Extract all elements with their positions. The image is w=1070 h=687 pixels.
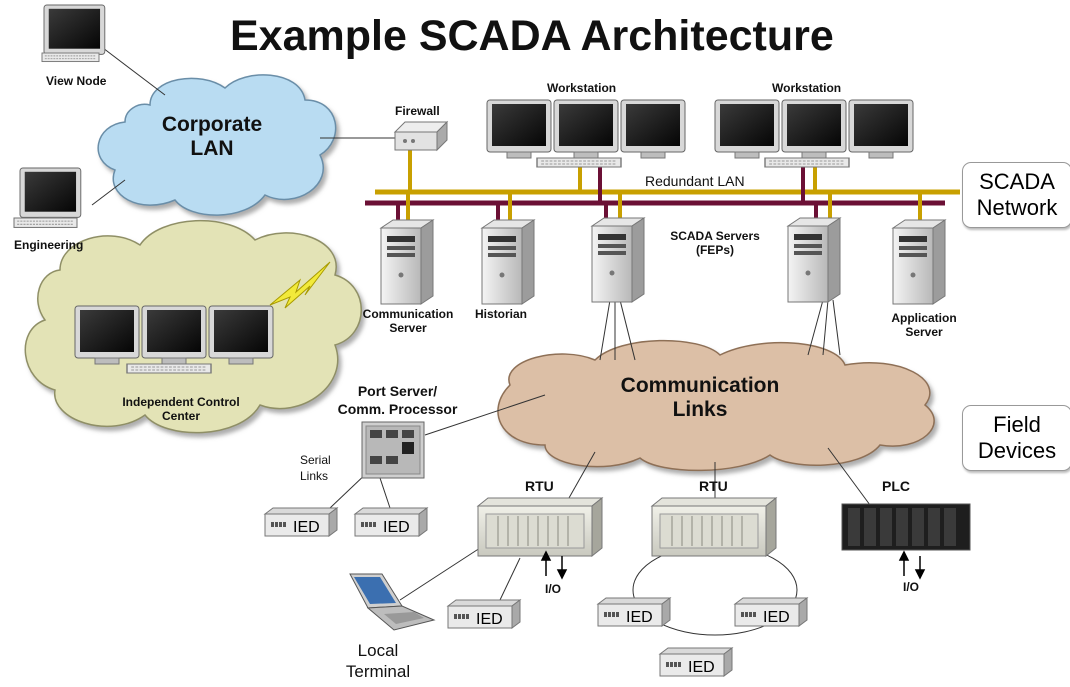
svg-text:IED: IED <box>383 519 410 536</box>
io-arrows-rtu-icon <box>540 550 568 580</box>
redundant-lan-label: Redundant LAN <box>645 173 745 189</box>
ied-device: IED <box>447 599 521 629</box>
page-title: Example SCADA Architecture <box>230 12 834 60</box>
engineering-computer-icon <box>13 167 82 228</box>
view-node-label: View Node <box>46 74 107 88</box>
svg-text:IED: IED <box>688 659 715 676</box>
engineering-label: Engineering <box>14 238 84 252</box>
network-links <box>91 47 871 636</box>
local-terminal-laptop-icon <box>349 573 436 631</box>
corporate-lan-cloud <box>97 74 337 216</box>
scada-servers-label: SCADA Servers(FEPs) <box>670 229 760 257</box>
workstation-group-1-icon <box>486 99 686 168</box>
plc-label: PLC <box>882 478 910 494</box>
view-node-computer-icon <box>41 4 106 63</box>
svg-text:IED: IED <box>293 519 320 536</box>
ied-device: IED <box>264 507 338 537</box>
communication-server-icon <box>380 219 434 305</box>
ied-device: IED <box>354 507 428 537</box>
rtu-1-icon <box>477 497 603 557</box>
control-center-workstation-icon <box>74 305 274 374</box>
redundant-lan-bus <box>365 150 960 225</box>
workstation-group-2-icon <box>714 99 914 168</box>
workstation-label-2: Workstation <box>772 81 842 95</box>
svg-text:IED: IED <box>763 609 790 626</box>
ied-device: IED <box>659 647 733 677</box>
svg-text:IED: IED <box>476 611 503 628</box>
rtu-label-1: RTU <box>525 478 554 494</box>
io-arrows-plc-icon <box>898 550 926 580</box>
io-label-rtu: I/O <box>545 582 562 596</box>
workstation-label-1: Workstation <box>547 81 617 95</box>
svg-text:IED: IED <box>626 609 653 626</box>
rtu-2-icon <box>651 497 777 557</box>
historian-server-icon <box>481 219 535 305</box>
firewall-label: Firewall <box>395 104 440 118</box>
firewall-icon <box>393 120 449 152</box>
historian-label: Historian <box>475 307 528 321</box>
io-label-plc: I/O <box>903 580 920 594</box>
port-server-icon <box>361 421 425 479</box>
rtu-label-2: RTU <box>699 478 728 494</box>
port-server-label: Port Server/Comm. Processor <box>337 383 458 417</box>
plc-icon <box>841 503 971 551</box>
wireless-link-icon <box>269 261 331 309</box>
ied-device: IED <box>734 597 808 627</box>
scada-server-icon <box>591 217 645 303</box>
application-server-icon <box>892 219 946 305</box>
scada-server-2-icon <box>787 217 841 303</box>
communication-links-cloud <box>497 339 935 472</box>
ied-device: IED <box>597 597 671 627</box>
